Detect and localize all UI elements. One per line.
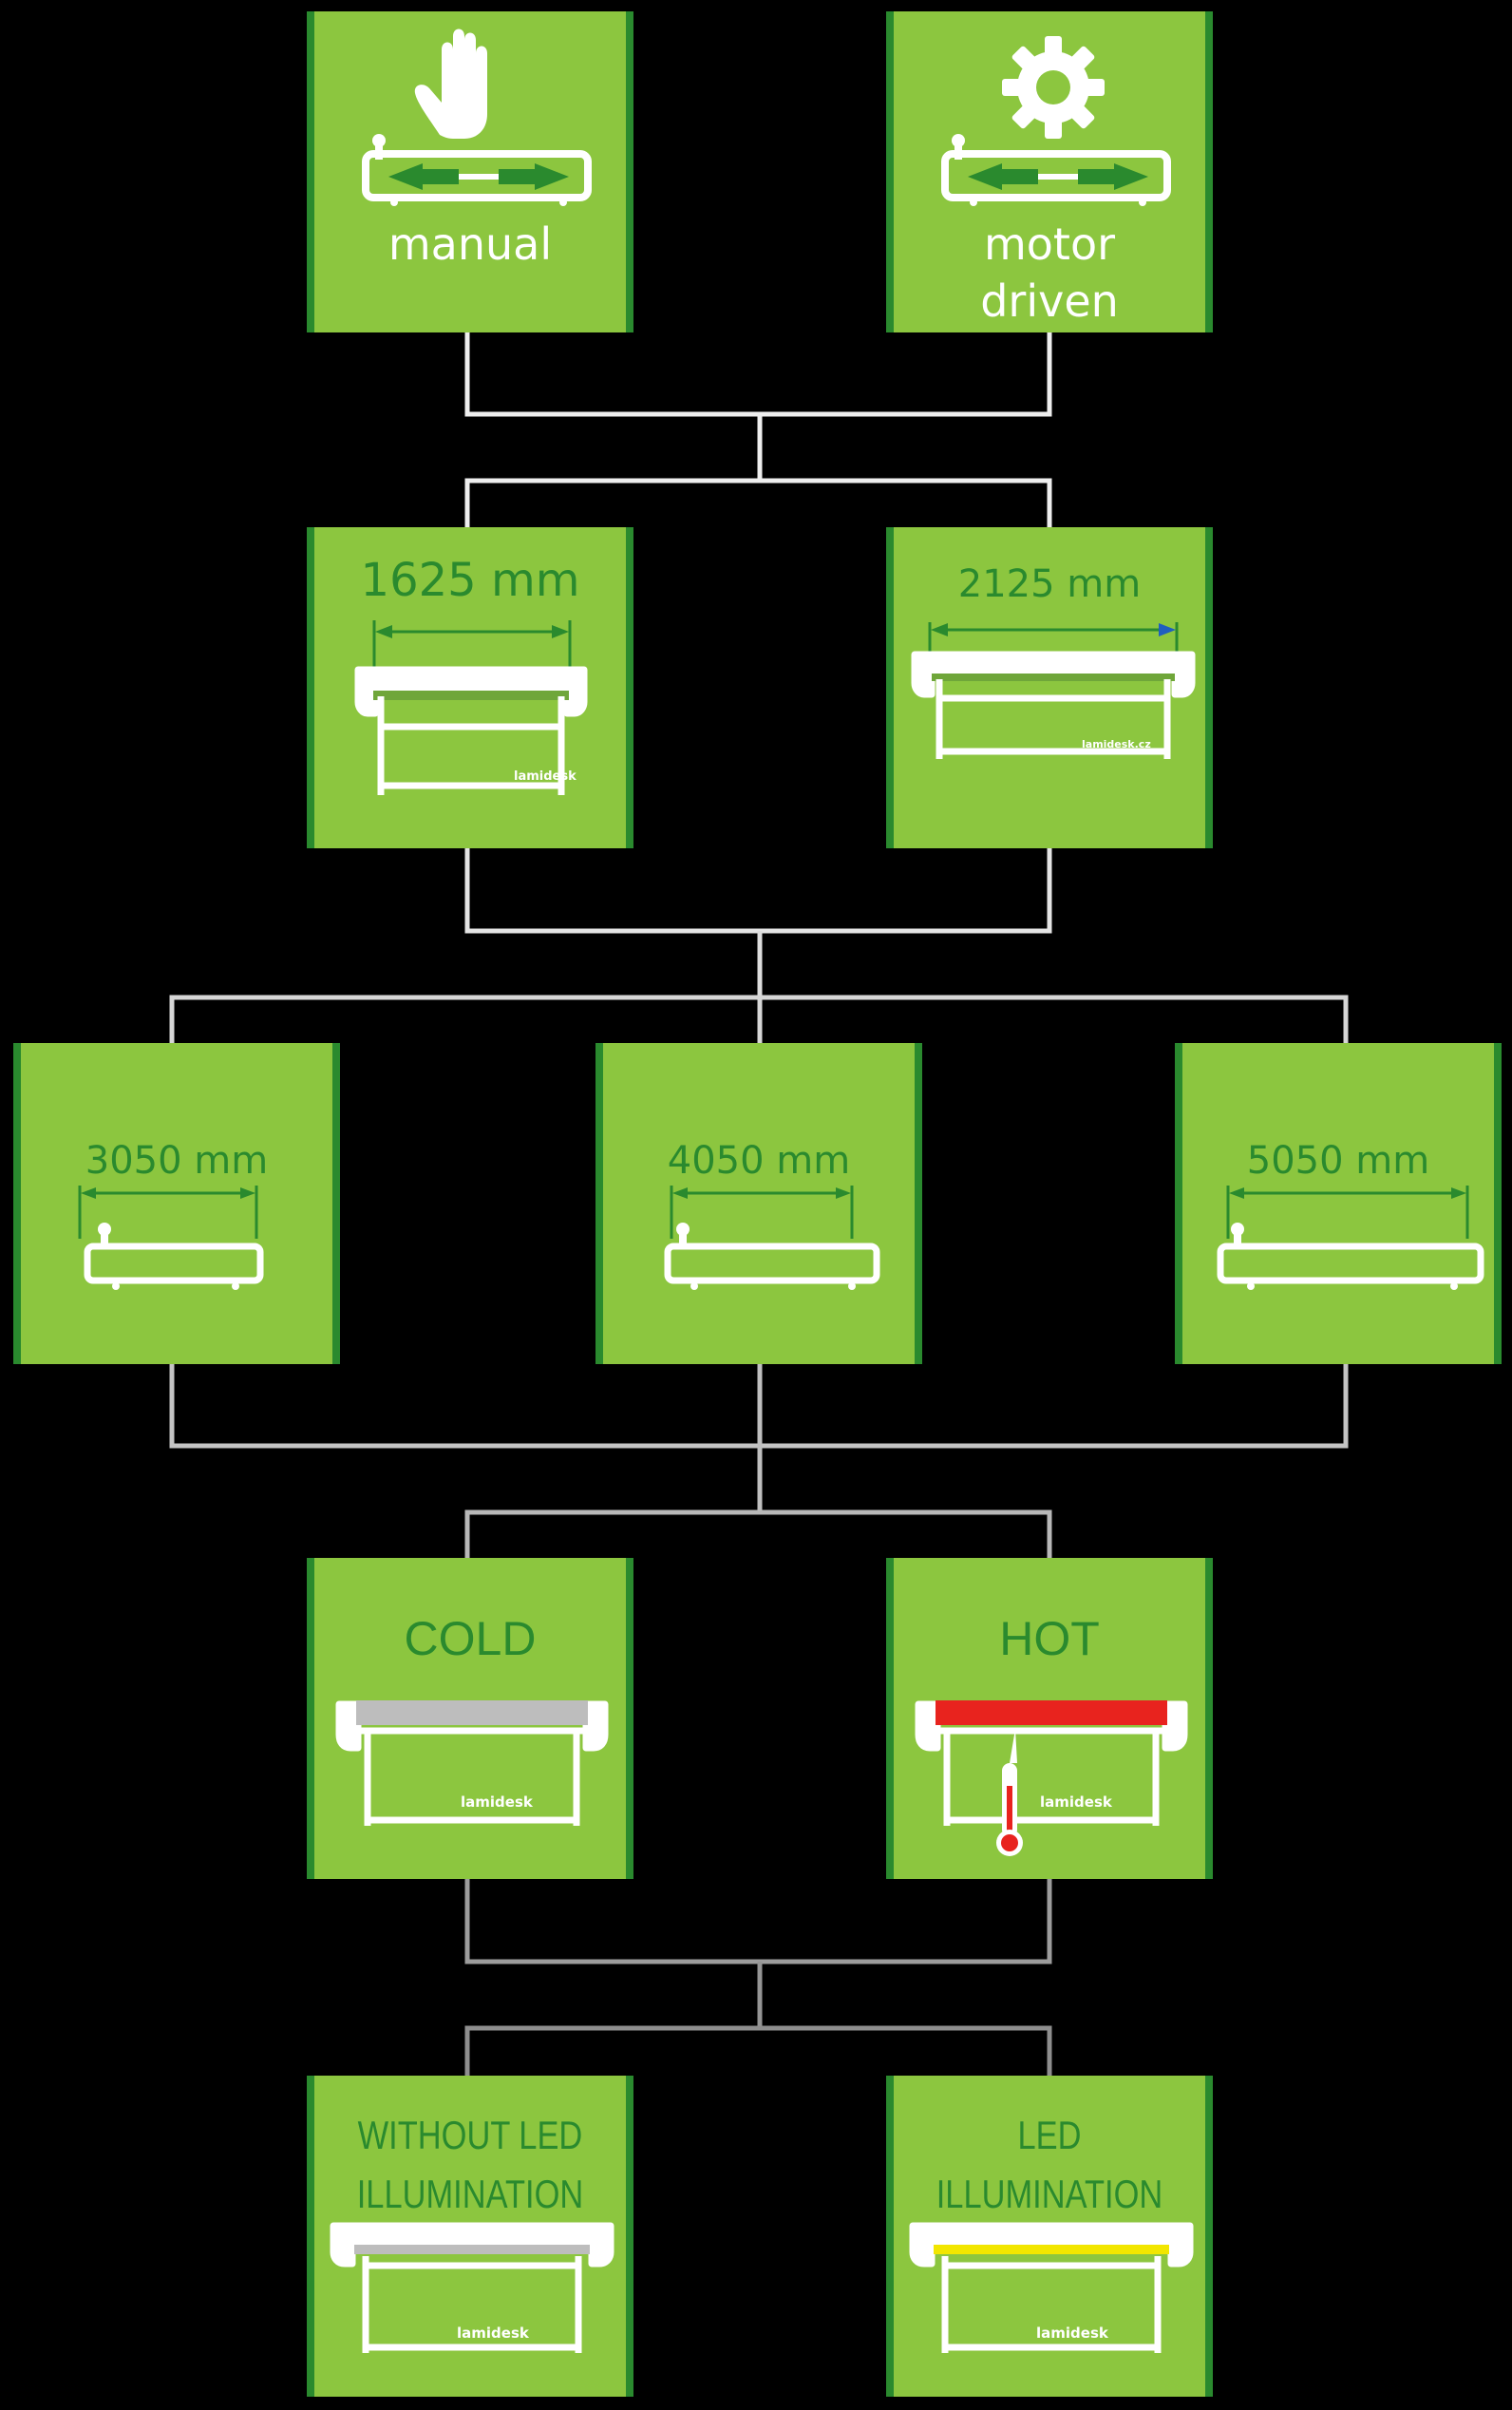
gear-icon xyxy=(1002,36,1105,139)
option-label-line1: WITHOUT LED xyxy=(357,2113,583,2157)
brand-logo: lamidesk.cz xyxy=(1082,738,1151,750)
brand-logo: lamidesk xyxy=(1040,1793,1113,1811)
option-label-line1: LED xyxy=(1017,2113,1082,2157)
led-strip-on xyxy=(934,2245,1169,2254)
hot-laminator-art: lamidesk xyxy=(915,1700,1188,1856)
option-without-led[interactable]: lamidesk WITHOUT LED ILLUMINATION xyxy=(307,2076,633,2397)
option-cold[interactable]: lamidesk COLD xyxy=(307,1558,633,1879)
option-hot[interactable]: lamidesk HOT xyxy=(886,1558,1213,1879)
roller-grey xyxy=(356,1700,588,1725)
laminator-machine-icon xyxy=(330,2222,614,2353)
option-label: COLD xyxy=(404,1612,537,1665)
option-label: manual xyxy=(387,218,553,270)
thermometer-icon xyxy=(996,1729,1023,1856)
motor-laminator-art xyxy=(941,36,1171,206)
double-arrow-icon xyxy=(388,163,569,190)
option-4050mm[interactable]: 4050 mm xyxy=(595,1043,922,1364)
laminator-machine-icon xyxy=(335,1700,609,1826)
option-label: 3050 mm xyxy=(85,1139,269,1183)
roller-5050-art xyxy=(1217,1186,1484,1290)
roller-body-icon xyxy=(84,1243,264,1284)
hand-icon xyxy=(414,28,487,139)
brand-logo: lamidesk xyxy=(1036,2325,1109,2342)
laminator-1625-art: lamidesk xyxy=(354,620,588,795)
option-label: HOT xyxy=(999,1612,1100,1665)
cold-laminator-art: lamidesk xyxy=(335,1700,609,1826)
dimension-arrow-icon xyxy=(78,1186,258,1239)
laminator-2125-art: lamidesk.cz xyxy=(911,622,1196,759)
roller-body-icon xyxy=(1217,1243,1484,1284)
laminator-machine-icon xyxy=(354,666,588,795)
option-led[interactable]: lamidesk LED ILLUMINATION xyxy=(886,2076,1213,2397)
led-strip-off xyxy=(354,2245,590,2254)
option-label: 1625 mm xyxy=(360,554,580,607)
option-label: 5050 mm xyxy=(1246,1139,1430,1183)
option-label: 4050 mm xyxy=(667,1139,851,1183)
brand-logo: lamidesk xyxy=(461,1793,534,1811)
roller-red xyxy=(936,1700,1167,1725)
dimension-arrow-icon xyxy=(372,620,572,668)
double-arrow-icon xyxy=(968,163,1148,190)
dimension-arrow-icon xyxy=(928,622,1179,666)
manual-laminator-art xyxy=(362,28,592,206)
option-label: 2125 mm xyxy=(957,562,1142,606)
option-label-line1: motor xyxy=(983,218,1116,270)
option-label-line2: ILLUMINATION xyxy=(936,2172,1163,2216)
option-manual[interactable]: manual xyxy=(307,11,633,332)
option-2125mm[interactable]: lamidesk.cz 2125 mm xyxy=(886,527,1213,848)
no-led-laminator-art: lamidesk xyxy=(330,2222,614,2353)
dimension-arrow-icon xyxy=(1226,1186,1469,1239)
laminator-body-icon xyxy=(941,150,1171,201)
option-label-line2: driven xyxy=(980,275,1119,327)
option-label-line2: ILLUMINATION xyxy=(356,2172,584,2216)
brand-logo: lamidesk xyxy=(514,769,576,784)
option-motor-driven[interactable]: motor driven xyxy=(886,11,1213,332)
brand-logo: lamidesk xyxy=(457,2325,530,2342)
laminator-machine-icon xyxy=(911,651,1196,759)
roller-body-icon xyxy=(664,1243,880,1284)
laminator-machine-icon xyxy=(915,1700,1188,1826)
laminator-body-icon xyxy=(362,150,592,201)
roller-3050-art xyxy=(78,1186,264,1290)
dimension-arrow-icon xyxy=(670,1186,854,1239)
option-1625mm[interactable]: lamidesk 1625 mm xyxy=(307,527,633,848)
option-5050mm[interactable]: 5050 mm xyxy=(1175,1043,1502,1364)
option-3050mm[interactable]: 3050 mm xyxy=(13,1043,340,1364)
roller-4050-art xyxy=(664,1186,880,1290)
led-laminator-art: lamidesk xyxy=(909,2222,1194,2353)
